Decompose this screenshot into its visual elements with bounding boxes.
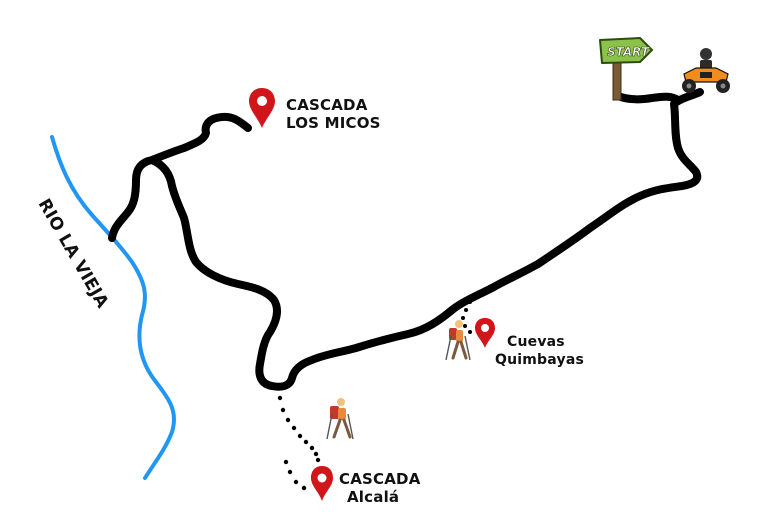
label-cascada-micos-line1: CASCADA: [286, 96, 368, 114]
label-cuevas-line2: Quimbayas: [495, 352, 584, 368]
river-label: RIO LA VIEJA: [34, 196, 113, 313]
map-pin-icon: [311, 466, 333, 501]
map-pin-icon: [475, 318, 495, 348]
start-connector: [614, 92, 682, 104]
label-cuevas-line1: Cuevas: [507, 334, 565, 350]
label-alcala-line2: Alcalá: [347, 488, 399, 506]
label-cascada-micos-line2: LOS MICOS: [286, 114, 381, 132]
label-alcala-line1: CASCADA: [339, 470, 421, 488]
map-pin-icon: [249, 88, 275, 128]
atv-route: [108, 88, 704, 391]
walking-trail-cuevas: [461, 300, 472, 334]
signpost-icon: START: [599, 37, 653, 101]
start-sign-label: START: [607, 45, 650, 59]
hiker-icon: [445, 320, 471, 361]
river-line: [50, 135, 176, 480]
hiker-icon: [326, 398, 354, 440]
atv-rider-icon: [682, 48, 730, 93]
walking-trail-alcala: [277, 395, 321, 491]
